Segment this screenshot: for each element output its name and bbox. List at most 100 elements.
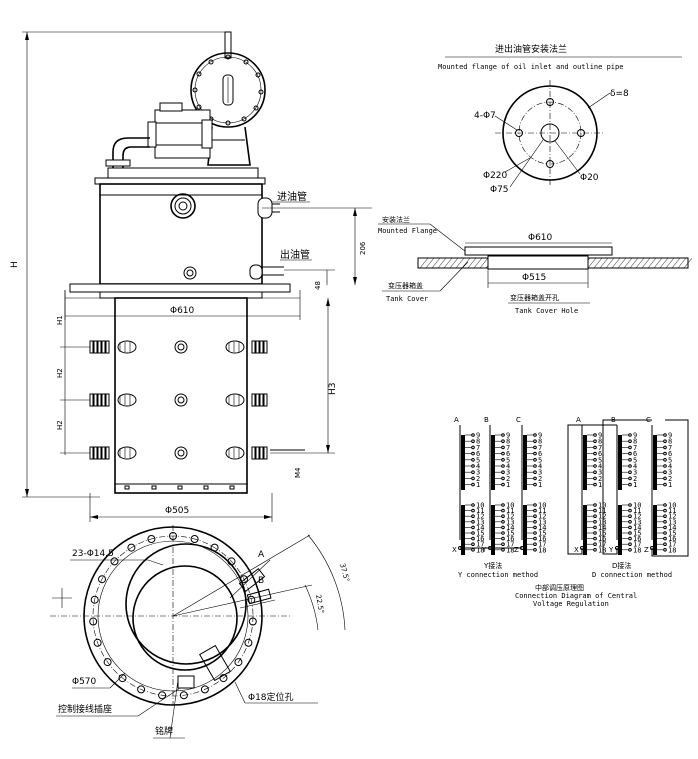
tank-body: 进油管 出油管 [99,183,312,285]
bolt-hole [248,617,257,626]
dim-610: Φ610 [170,306,195,316]
dim-M: M4 [294,467,302,478]
tap-label: 14 [476,524,484,532]
tap-label: 6 [538,450,542,458]
wiring-title-en-2: Voltage Regulation [533,600,609,608]
bottom-d570: Φ570 [72,677,97,687]
tap-label: 16 [598,535,606,543]
tap-label: 8 [476,438,480,446]
tap-label: 15 [633,530,641,538]
tap-label: 15 [668,530,676,538]
cover-view: 安装法兰 Mounted Flange Φ610 Φ515 变压器箱盖 Tank… [378,215,693,315]
tap-label: 10 [598,502,606,510]
bolt-hole [227,557,236,566]
dim-H2-upper: H2 [56,368,64,378]
tap-label: 11 [506,507,514,515]
neutral-label: X [574,546,579,554]
tap-label: 8 [668,438,672,446]
neutral-label: X [452,546,457,554]
tap-label: 7 [668,444,672,452]
cover-d515: Φ515 [522,273,546,283]
bottom-holes: 23-Φ14.5 [72,549,114,559]
wiring-caption-d-cn: D接法 [612,561,631,570]
terminal-rows [89,340,268,460]
bolt-hole [210,543,219,552]
terminal-left [89,446,137,460]
tap-label: 8 [598,438,602,446]
tap-label: 16 [506,535,514,543]
tap-label: 10 [538,502,546,510]
bottom-nameplate: 铭牌 [155,725,173,737]
tap-label: 3 [633,469,637,477]
bolt-hole [90,595,99,604]
tap-label: 3 [538,469,542,477]
tap-label: 14 [668,524,676,532]
tap-label: 4 [633,463,637,471]
tap-label: 5 [598,456,602,464]
tap-label: 13 [476,518,484,526]
dim-H1: H1 [56,315,64,325]
tap-label: 13 [506,518,514,526]
angle-22: 22.5° [314,594,325,614]
bolt-hole [98,575,106,584]
tap-label: 1 [668,481,672,489]
bolt-hole [240,575,248,584]
tap-label: 4 [538,463,542,471]
phase-label: A [576,416,581,424]
cover-mount-cn: 安装法兰 [382,215,410,224]
mark-A: A [258,550,265,560]
tap-label: 15 [506,530,514,538]
top-mechanism [94,31,266,185]
tap-label: 12 [668,513,676,521]
bottom-view: A B 37.5° 22.5° 23-Φ14.5 Φ570 Φ18定位孔 控制接… [50,525,351,739]
tap-label: 12 [598,513,606,521]
tap-label: 18 [476,546,484,554]
cover-label-en: Tank Cover [386,295,428,303]
tap-label: 13 [633,518,641,526]
bolt-hole [103,658,112,667]
tap-label: 2 [668,475,672,483]
bolt-hole [179,691,188,700]
dim-505: Φ505 [165,506,189,516]
tap-label: 17 [598,541,606,549]
tap-label: 1 [476,481,480,489]
wiring-caption-y-cn: Y接法 [483,561,502,570]
tap-label: 3 [506,469,510,477]
tap-label: 6 [476,450,480,458]
bolt-hole [244,638,253,647]
tap-label: 5 [476,456,480,464]
terminal-center [174,393,188,407]
tap-label: 14 [598,524,606,532]
tap-label: 6 [506,450,510,458]
tap-label: 4 [668,463,672,471]
flange-d75: Φ75 [490,185,509,195]
tap-label: 9 [598,432,602,440]
label-inlet-pipe: 进油管 [277,190,307,203]
tap-label: 14 [633,524,641,532]
phase-label: B [484,416,489,424]
wiring-title-cn: 中部调压原理图 [535,583,584,592]
tap-label: 13 [598,518,606,526]
tap-label: 14 [506,524,514,532]
tap-label: 7 [633,444,637,452]
tap-label: 7 [598,444,602,452]
tap-label: 16 [476,535,484,543]
bolt-hole [190,535,199,543]
tap-label: 12 [538,513,546,521]
tap-label: 4 [506,463,510,471]
tap-label: 17 [476,541,484,549]
flange-holes: 4-Φ7 [474,111,496,121]
tap-label: 4 [476,463,480,471]
dim-48: 48 [314,281,322,290]
neutral-label: Y [608,546,614,554]
tap-label: 5 [506,456,510,464]
terminal-left [89,340,137,354]
neutral-label: Z [514,546,519,554]
wiring-title-en-1: Connection Diagram of Central [515,592,637,600]
tap-label: 3 [668,469,672,477]
tap-label: 9 [506,432,510,440]
